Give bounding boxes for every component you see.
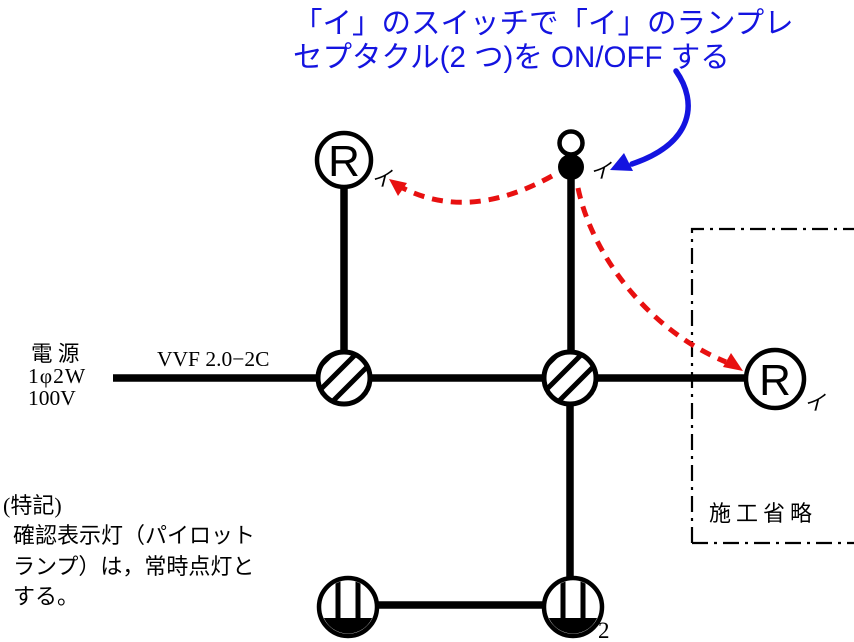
red-dashed-arc-to-left-lamp bbox=[397, 173, 554, 205]
outlet-count-label: 2 bbox=[598, 618, 610, 642]
power-source-voltage: 100V bbox=[28, 386, 76, 410]
notes-line-2: ランプ）は，常時点灯と bbox=[13, 554, 254, 579]
outlet-left-symbol bbox=[316, 575, 380, 639]
blue-arrowhead bbox=[610, 153, 633, 171]
special-notes: (特記) 確認表示灯（パイロット ランプ）は，常時点灯と する。 bbox=[3, 493, 255, 609]
lamp-receptacle-right-symbol: R bbox=[743, 347, 807, 411]
wires bbox=[113, 170, 748, 609]
switch-dot bbox=[558, 154, 584, 180]
lamp-left-circuit-tag: イ bbox=[371, 167, 393, 191]
red-arrowhead-left bbox=[389, 179, 407, 196]
red-arrowhead-right bbox=[723, 353, 743, 371]
notes-title: (特記) bbox=[3, 493, 62, 518]
pilot-lamp-circle bbox=[557, 129, 585, 157]
notes-line-3: する。 bbox=[13, 584, 79, 609]
switch-with-pilot-lamp-symbol bbox=[557, 129, 585, 180]
red-dashed-arc-to-right-lamp bbox=[575, 187, 727, 365]
switch-controls-arrows bbox=[389, 173, 743, 371]
power-source-phase: 1φ2W bbox=[28, 364, 86, 388]
omitted-border-top-left bbox=[690, 227, 854, 543]
notes-line-1: 確認表示灯（パイロット bbox=[13, 523, 255, 548]
lamp-right-circuit-tag: イ bbox=[804, 391, 826, 415]
omitted-area-border bbox=[690, 227, 854, 545]
outlet-right-symbol bbox=[541, 575, 605, 639]
omitted-area-label: 施工省略 bbox=[709, 501, 817, 526]
annotation-arrow bbox=[610, 68, 691, 171]
junction-box-right-symbol bbox=[541, 349, 599, 407]
annotation-line-1: 「イ」のスイッチで「イ」のランプレ bbox=[293, 7, 794, 40]
lamp-left-letter: R bbox=[328, 137, 360, 186]
annotation-line-2: セプタクル(2 つ)を ON/OFF する bbox=[293, 41, 730, 74]
lamp-receptacle-left-symbol: R bbox=[314, 130, 374, 190]
lamp-right-letter: R bbox=[759, 356, 791, 405]
cable-type-label: VVF 2.0−2C bbox=[157, 347, 269, 371]
switch-circuit-tag: イ bbox=[590, 159, 612, 183]
junction-box-left-symbol bbox=[315, 349, 373, 407]
power-source-name: 電 源 bbox=[31, 342, 79, 366]
blue-arrow-curve bbox=[629, 68, 691, 167]
